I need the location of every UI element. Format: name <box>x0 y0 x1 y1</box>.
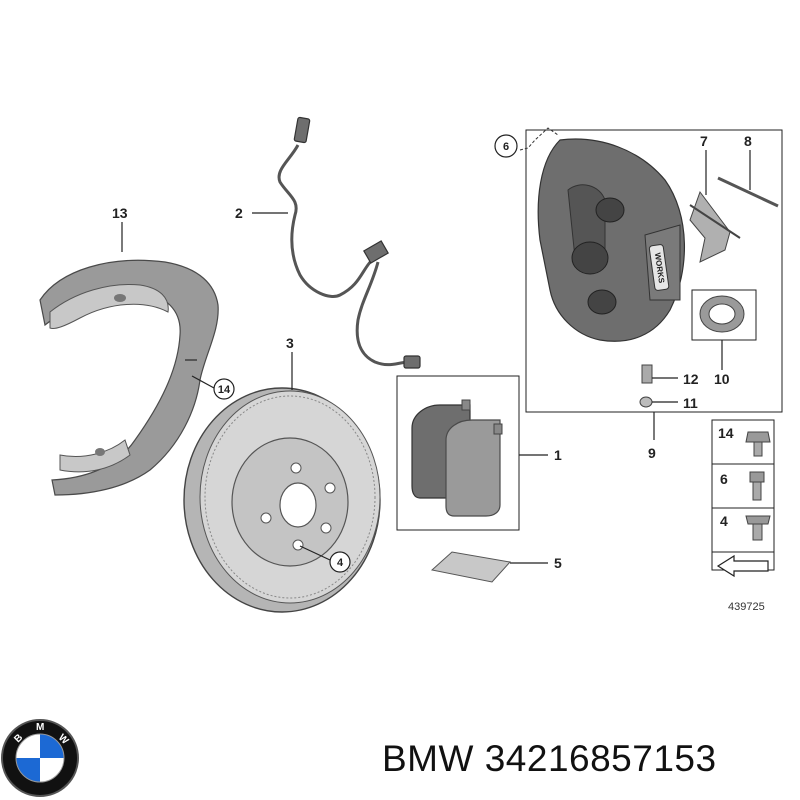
callout-11: 11 <box>683 395 698 411</box>
part-number-label: BMW 34216857153 <box>382 738 717 780</box>
hardware-legend: 14 6 4 439725 <box>711 419 775 613</box>
retaining-spring <box>689 190 741 263</box>
callout-4-disc: 4 <box>337 557 344 569</box>
grease-packet <box>430 551 511 583</box>
brake-pads <box>411 399 503 517</box>
brake-disc <box>183 387 381 613</box>
callout-2: 2 <box>235 205 243 221</box>
legend-item-6: 6 <box>720 471 728 487</box>
callout-5: 5 <box>554 555 562 571</box>
bmw-logo-icon: B M W <box>1 719 79 797</box>
callout-10: 10 <box>714 371 730 387</box>
brake-caliper: WORKS <box>537 138 685 342</box>
legend-item-4: 4 <box>720 513 728 529</box>
guide-pin <box>717 176 779 208</box>
part-number: 34216857153 <box>484 738 717 779</box>
svg-text:M: M <box>36 722 44 733</box>
callout-7: 7 <box>700 133 708 149</box>
bleeder-valve <box>639 364 653 408</box>
reference-number: 439725 <box>728 601 765 613</box>
callout-8: 8 <box>744 133 752 149</box>
brand-name: BMW <box>382 738 474 779</box>
caliper-badge: WORKS <box>653 252 666 284</box>
callout-12: 12 <box>683 371 699 387</box>
splash-shield <box>39 259 219 496</box>
callout-1: 1 <box>554 447 562 463</box>
callout-9: 9 <box>648 445 656 461</box>
legend-item-14: 14 <box>718 425 734 441</box>
callout-13: 13 <box>112 205 128 221</box>
callout-14-shield: 14 <box>218 384 231 396</box>
sealing-ring <box>699 295 745 333</box>
wear-sensor <box>277 116 421 369</box>
callout-3: 3 <box>286 335 294 351</box>
callout-6-caliper: 6 <box>503 141 509 153</box>
